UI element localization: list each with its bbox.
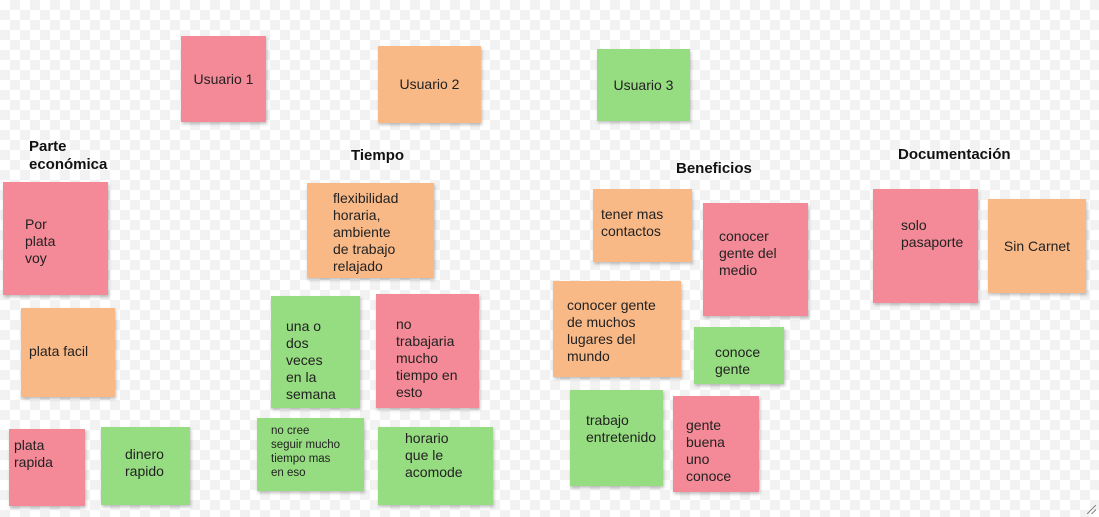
sticky-note-usuario-3[interactable]: Usuario 3 bbox=[597, 49, 690, 121]
sticky-note-no-trabajaria[interactable]: no trabajaria mucho tiempo en esto bbox=[376, 294, 479, 408]
heading-beneficios: Beneficios bbox=[676, 160, 752, 177]
sticky-note-dinero-rapido[interactable]: dinero rapido bbox=[101, 427, 190, 505]
sticky-note-plata-rapida[interactable]: plata rapida bbox=[9, 429, 85, 506]
sticky-note-gente-buena[interactable]: gente buena uno conoce bbox=[673, 396, 759, 492]
sticky-note-usuario-1[interactable]: Usuario 1 bbox=[181, 36, 266, 122]
heading-tiempo: Tiempo bbox=[351, 147, 405, 164]
heading-parte-economica: Parte económica bbox=[29, 138, 108, 173]
sticky-note-conoce-gente[interactable]: conoce gente bbox=[694, 327, 784, 384]
sticky-note-no-cree-seguir[interactable]: no cree seguir mucho tiempo mas en eso bbox=[257, 418, 364, 491]
sticky-note-conocer-gente-del-medio[interactable]: conocer gente del medio bbox=[703, 203, 808, 316]
sticky-note-solo-pasaporte[interactable]: solo pasaporte bbox=[873, 189, 978, 303]
sticky-note-conocer-gente-lugares[interactable]: conocer gente de muchos lugares del mund… bbox=[553, 281, 681, 377]
sticky-note-horario-que-le-acomode[interactable]: horario que le acomode bbox=[378, 427, 493, 505]
sticky-note-plata-facil[interactable]: plata facil bbox=[21, 308, 115, 397]
sticky-note-flexibilidad-horaria[interactable]: flexibilidad horaria, ambiente de trabaj… bbox=[307, 183, 434, 278]
sticky-note-sin-carnet[interactable]: Sin Carnet bbox=[988, 199, 1086, 293]
sticky-note-usuario-2[interactable]: Usuario 2 bbox=[378, 46, 481, 123]
sticky-note-por-plata-voy[interactable]: Por plata voy bbox=[3, 182, 108, 295]
heading-documentacion: Documentación bbox=[898, 146, 1011, 163]
sticky-note-tener-mas-contactos[interactable]: tener mas contactos bbox=[593, 189, 692, 262]
sticky-note-una-o-dos-veces[interactable]: una o dos veces en la semana bbox=[271, 296, 360, 408]
resize-grip-icon[interactable] bbox=[1087, 505, 1096, 514]
sticky-note-trabajo-entretenido[interactable]: trabajo entretenido bbox=[570, 390, 663, 486]
